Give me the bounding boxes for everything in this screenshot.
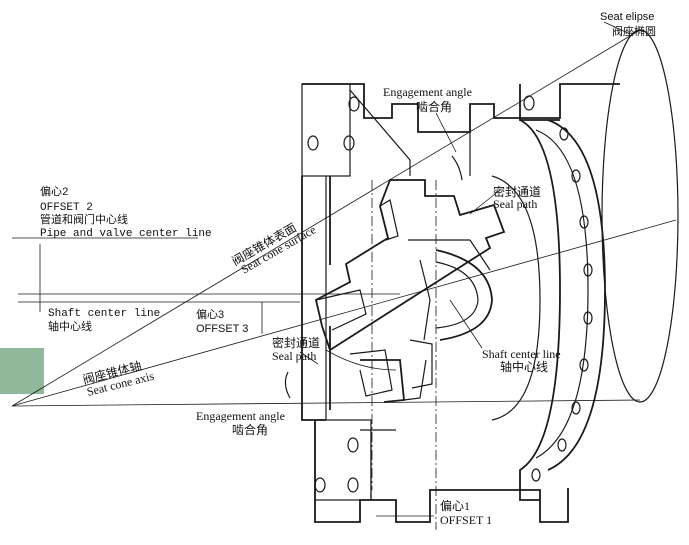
engagement-angle-top-cn: 啮合角 — [416, 99, 452, 114]
seat-ellipse-label-en: Seat elipse — [600, 11, 654, 23]
shaft-center-right-cn: 轴中心线 — [500, 359, 548, 374]
valve-disc — [314, 179, 506, 403]
engagement-angle-bottom-en: Engagement angle — [196, 409, 285, 423]
shaft-center-left-cn: 轴中心线 — [48, 319, 92, 334]
shaft-center-right-en: Shaft center line — [482, 347, 561, 361]
offset2-label-cn: 偏心2 — [40, 184, 69, 199]
seal-path-mid-en: Seal path — [272, 349, 316, 363]
seat-ellipse — [601, 29, 679, 403]
offset2-label-en: OFFSET 2 — [40, 202, 93, 214]
seal-path-top-en: Seal path — [493, 197, 537, 211]
leader-lines — [299, 21, 631, 517]
engagement-angle-top-en: Engagement angle — [383, 85, 472, 99]
offset1-label-en: OFFSET 1 — [440, 513, 492, 527]
shaft-center-left-en: Shaft center line — [48, 308, 160, 320]
seal-path-arc — [325, 349, 397, 371]
side-tab — [0, 348, 44, 394]
engagement-arc-top — [451, 155, 463, 181]
center-lines — [12, 180, 437, 530]
engagement-angle-bottom-cn: 啮合角 — [232, 422, 268, 437]
valve-body — [301, 83, 620, 523]
pipe-center-line-cn: 管道和阀门中心线 — [40, 212, 128, 227]
seat-ellipse-label-cn: 阀座椭圆 — [612, 24, 656, 38]
pipe-center-line-en: Pipe and valve center line — [40, 228, 212, 240]
seal-path-top-cn: 密封通道 — [493, 184, 541, 199]
offset1-label-cn: 偏心1 — [440, 498, 470, 513]
seat-cone-lines — [11, 29, 677, 407]
engagement-arc-bottom — [284, 371, 291, 399]
offset3-label-cn: 偏心3 — [196, 307, 224, 321]
seal-path-mid-cn: 密封通道 — [272, 335, 320, 350]
offset3-label-en: OFFSET 3 — [196, 323, 248, 335]
